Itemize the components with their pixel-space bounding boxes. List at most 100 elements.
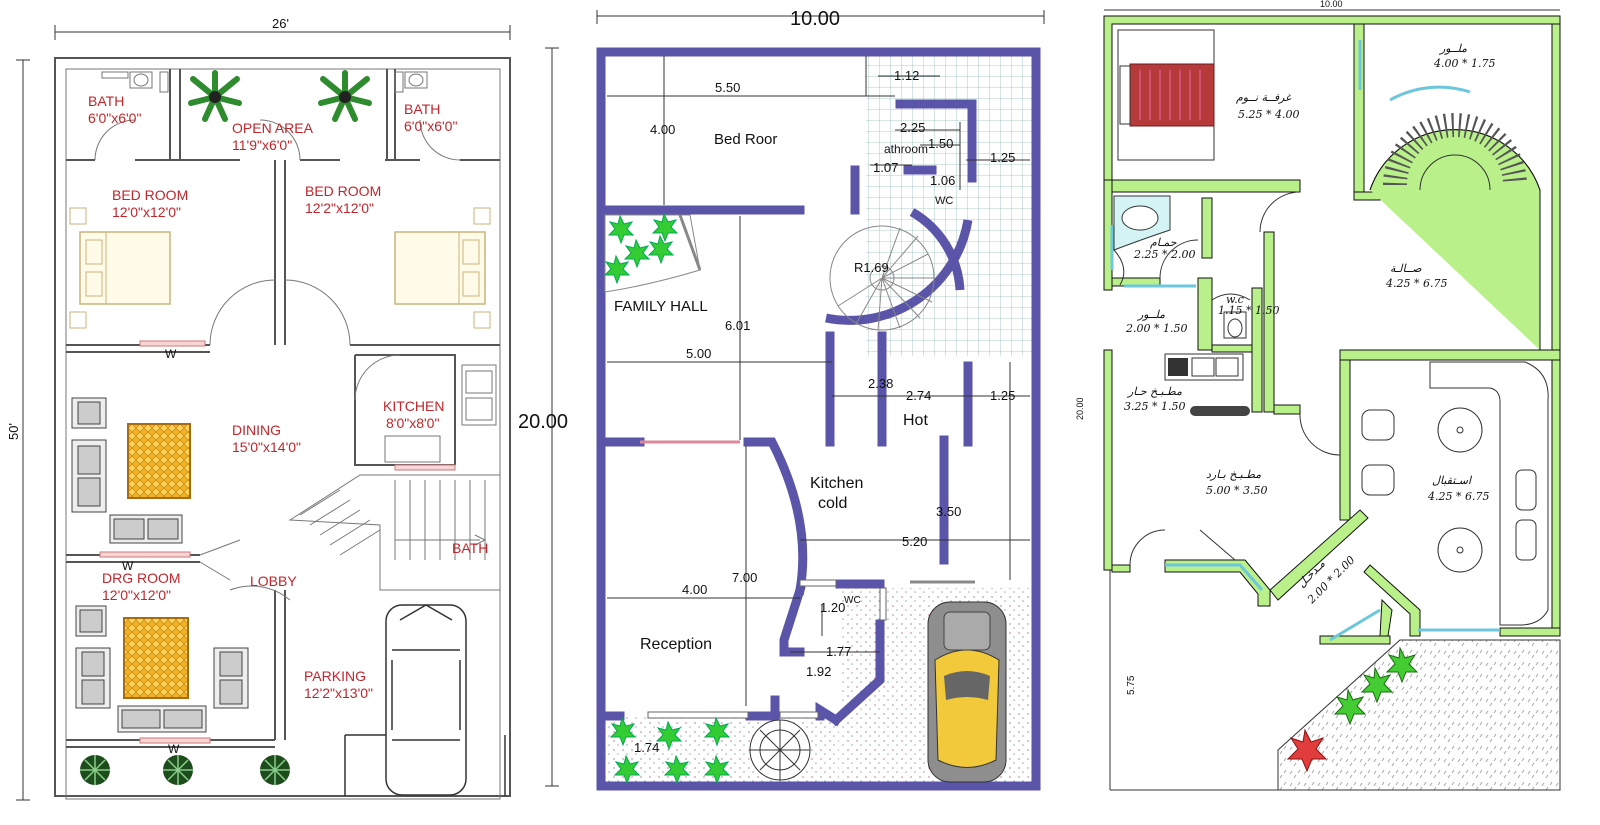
room-size: 12'0"x12'0" — [102, 587, 171, 603]
toilet-icon — [1211, 293, 1251, 339]
dimension-label: 2.25 — [900, 120, 925, 135]
dimension-label: 1.74 — [634, 740, 659, 755]
dimension-label: 4.00 — [682, 582, 707, 597]
plan3-garden-dim: 5.75 — [1126, 675, 1137, 695]
plan1-width-dim: 26' — [272, 16, 289, 31]
room-name: ملــور — [1438, 42, 1467, 55]
room-size: 4.00 * 1.75 — [1433, 57, 1495, 70]
room-name: Reception — [640, 636, 712, 653]
plan3-width-dim: 10.00 — [1320, 0, 1343, 9]
dimension-label: 1.50 — [928, 136, 953, 151]
room-name: KITCHEN — [383, 398, 444, 414]
room-size: 15'0"x14'0" — [232, 439, 301, 455]
room-size: 5.00 * 3.50 — [1206, 484, 1267, 497]
dimension-label: 1.12 — [894, 68, 919, 83]
room-name: OPEN AREA — [232, 120, 314, 136]
window-mark: W — [168, 742, 180, 756]
dimension-label: 1.06 — [930, 173, 955, 188]
sofa-icon — [75, 605, 249, 733]
room-name: BATH — [88, 93, 124, 109]
rug-icon — [127, 423, 191, 499]
sofa-icon — [1361, 361, 1549, 626]
bathtub-icon — [1113, 195, 1171, 286]
room-size: 4.25 * 6.75 — [1385, 277, 1447, 290]
dimension-label: 6.01 — [725, 318, 750, 333]
plant-icon — [163, 755, 193, 785]
dimension-label: 1.77 — [826, 644, 851, 659]
room-size: 2.25 * 2.00 — [1133, 248, 1195, 261]
bed-icon — [394, 207, 491, 329]
room-size: 11'9"x6'0" — [232, 137, 292, 153]
room-name: BED ROOM — [305, 183, 381, 199]
room-size: 12'0"x12'0" — [112, 204, 181, 220]
room-size: 5.25 * 4.00 — [1238, 108, 1299, 121]
dimension-label: 2.74 — [906, 388, 931, 403]
plant-icon — [318, 70, 372, 122]
plant-icon — [80, 755, 110, 785]
room-size: 12'2"x13'0" — [304, 685, 373, 701]
dimension-label: 1.25 — [990, 388, 1015, 403]
room-size: 8'0"x8'0" — [386, 415, 439, 431]
plan3-height-dim: 20.00 — [1075, 397, 1085, 420]
dimension-label: 1.92 — [806, 664, 831, 679]
plan1-height-dim: 50' — [6, 423, 21, 440]
dimension-label: 5.00 — [686, 346, 711, 361]
room-name: FAMILY HALL — [614, 298, 708, 315]
rug-icon — [123, 617, 189, 699]
room-name: LOBBY — [250, 573, 297, 589]
spiral-stair-icon — [825, 208, 973, 331]
room-size: 2.00 * 1.50 — [1125, 322, 1187, 335]
plan2-height-dim: 20.00 — [518, 411, 568, 433]
room-size: 6'0"x6'0" — [404, 118, 457, 134]
room-size: 12'2"x12'0" — [305, 200, 374, 216]
room-name: Hot — [903, 412, 928, 429]
dimension-label: 7.00 — [732, 570, 757, 585]
plan2-width-dim: 10.00 — [790, 8, 840, 30]
room-name: cold — [818, 495, 847, 512]
room-name: DINING — [232, 422, 281, 438]
tree-icon — [749, 719, 811, 781]
room-name: PARKING — [304, 668, 366, 684]
room-size: 4.25 * 6.75 — [1427, 490, 1489, 503]
plan-3: 10.00 20.00 5.75 — [1075, 0, 1561, 791]
plant-icon — [603, 212, 731, 785]
room-name: BED ROOM — [112, 187, 188, 203]
sofa-icon — [71, 397, 183, 544]
room-name: Bed Roor — [714, 131, 777, 148]
room-name: مطـبـخ بـارد — [1206, 468, 1261, 481]
dimension-label: 5.20 — [902, 534, 927, 549]
dimension-label: 1.20 — [820, 600, 845, 615]
spiral-stair-icon — [1369, 85, 1541, 350]
room-name: BATH — [452, 540, 488, 556]
room-size: 1.15 * 1.50 — [1218, 304, 1279, 317]
dimension-label: 5.50 — [715, 80, 740, 95]
plan-2: 10.00 20.00 — [518, 8, 1045, 791]
dimension-label: 3.50 — [936, 504, 961, 519]
room-name: ملــور — [1136, 308, 1165, 321]
bed-icon — [1117, 29, 1215, 161]
dimension-label: R1.69 — [854, 260, 889, 275]
plant-icon — [1333, 646, 1419, 726]
room-name: صــالـة — [1390, 262, 1422, 275]
dimension-label: 1.25 — [990, 150, 1015, 165]
room-name: Kitchen — [810, 475, 863, 492]
room-name: w.c — [1226, 293, 1244, 306]
room-name: اسـتقبال — [1432, 474, 1473, 487]
room-size: 3.25 * 1.50 — [1124, 400, 1185, 413]
room-size: 6'0"x6'0" — [88, 110, 141, 126]
room-name: مطـبـخ حـار — [1126, 385, 1182, 398]
car-icon — [344, 604, 506, 796]
plant-icon — [188, 70, 242, 122]
plan-1: 26' 50' — [6, 16, 511, 801]
car-icon — [927, 601, 1007, 783]
plant-icon — [260, 755, 290, 785]
room-name: WC — [935, 195, 953, 207]
room-name: حمـام — [1150, 236, 1177, 249]
room-name: BATH — [404, 101, 440, 117]
dimension-label: 1.07 — [873, 160, 898, 175]
room-name: غرفــة نــوم — [1236, 91, 1292, 104]
dimension-label: 2.38 — [868, 376, 893, 391]
dimension-label: 4.00 — [650, 122, 675, 137]
bed-icon — [69, 207, 171, 329]
